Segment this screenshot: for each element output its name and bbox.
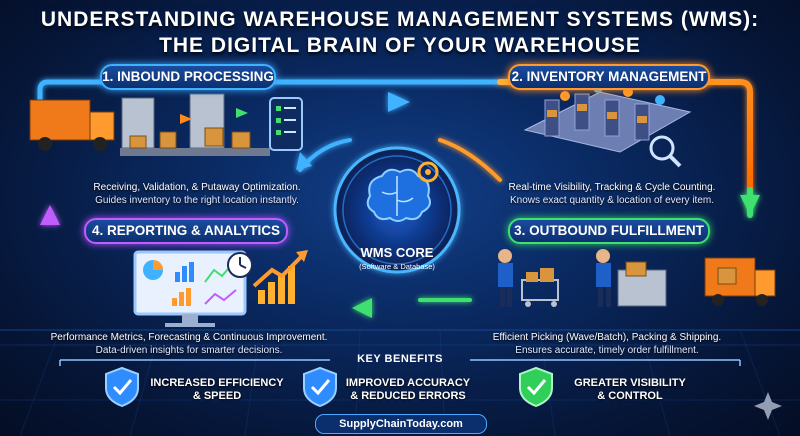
inventory-illustration [523, 83, 692, 168]
key-benefits-heading: KEY BENEFITS [357, 353, 443, 365]
inventory-description: Real-time Visibility, Tracking & Cycle C… [482, 181, 742, 207]
wms-core-subtitle: (Software & Database) [359, 262, 435, 271]
reporting-illustration [133, 250, 308, 327]
benefit-efficiency-line-1: INCREASED EFFICIENCY [150, 377, 284, 389]
inbound-description: Receiving, Validation, & Putaway Optimiz… [62, 181, 332, 207]
reporting-description: Performance Metrics, Forecasting & Conti… [24, 331, 354, 357]
benefit-visibility-line-2: & CONTROL [597, 390, 663, 402]
inventory-desc-line-2: Knows exact quantity & location of every… [510, 195, 714, 206]
benefit-efficiency: INCREASED EFFICIENCY & SPEED [142, 377, 292, 403]
benefit-shield-icons [105, 366, 553, 408]
outbound-description: Efficient Picking (Wave/Batch), Packing … [452, 331, 762, 357]
benefit-visibility-line-1: GREATER VISIBILITY [574, 377, 686, 389]
wms-core-title: WMS CORE [360, 245, 434, 260]
section-label-inbound: 1. INBOUND PROCESSING [100, 64, 276, 90]
inbound-illustration [29, 93, 303, 156]
benefit-accuracy-line-2: & REDUCED ERRORS [350, 390, 466, 402]
inbound-desc-line-2: Guides inventory to the right location i… [95, 195, 299, 206]
title-line-1: UNDERSTANDING WAREHOUSE MANAGEMENT SYSTE… [40, 8, 760, 31]
reporting-desc-line-2: Data-driven insights for smarter decisio… [95, 345, 283, 356]
outbound-desc-line-2: Ensures accurate, timely order fulfillme… [515, 345, 699, 356]
inventory-desc-line-1: Real-time Visibility, Tracking & Cycle C… [508, 182, 716, 193]
footer-website[interactable]: SupplyChainToday.com [315, 414, 487, 434]
reporting-desc-line-1: Performance Metrics, Forecasting & Conti… [50, 332, 328, 343]
inbound-desc-line-1: Receiving, Validation, & Putaway Optimiz… [93, 182, 301, 193]
flow-loop [37, 79, 753, 302]
wms-core-graphic [333, 146, 461, 274]
wms-core-label: WMS CORE (Software & Database) [337, 246, 457, 274]
flow-arrowheads [40, 92, 760, 318]
section-label-inventory: 2. INVENTORY MANAGEMENT [508, 64, 710, 90]
benefit-efficiency-line-2: & SPEED [192, 390, 242, 402]
benefit-accuracy-line-1: IMPROVED ACCURACY [345, 377, 471, 389]
benefit-visibility: GREATER VISIBILITY & CONTROL [560, 377, 700, 403]
outbound-desc-line-1: Efficient Picking (Wave/Batch), Packing … [492, 332, 722, 343]
benefit-accuracy: IMPROVED ACCURACY & REDUCED ERRORS [338, 377, 478, 403]
section-label-outbound: 3. OUTBOUND FULFILLMENT [508, 218, 710, 244]
section-label-reporting: 4. REPORTING & ANALYTICS [84, 218, 288, 244]
key-benefits-bracket [59, 359, 741, 366]
outbound-illustration [498, 249, 776, 307]
title-line-2: THE DIGITAL BRAIN OF YOUR WAREHOUSE [159, 34, 641, 57]
